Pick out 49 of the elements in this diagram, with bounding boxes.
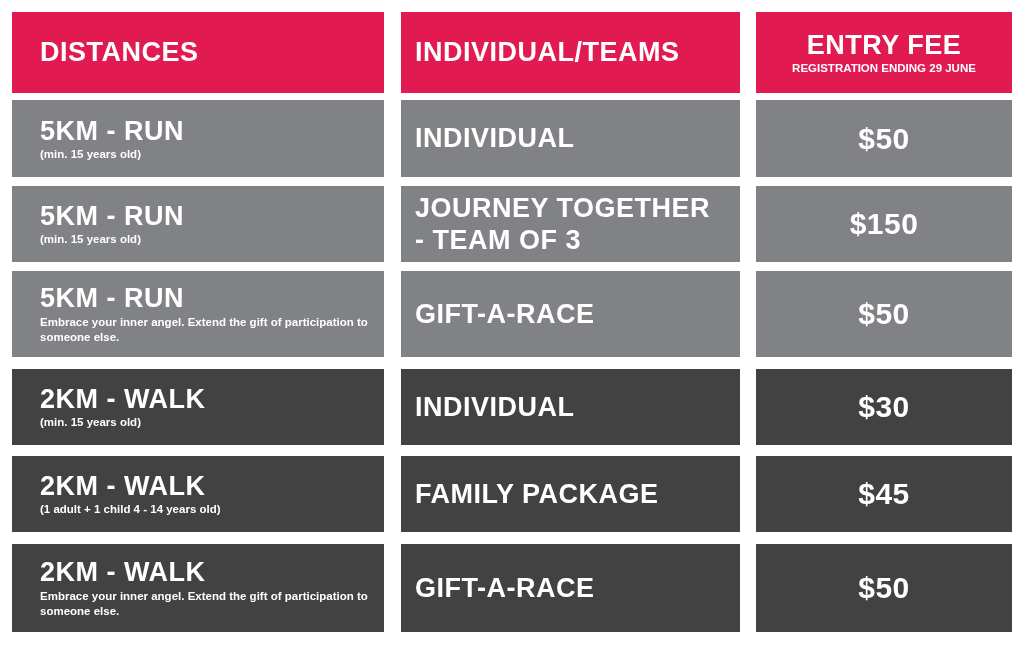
header-cell [12,12,384,93]
header-cell [756,12,1012,93]
cell-text: $150 [849,206,919,242]
cell-note: (min. 15 years old) [40,146,142,162]
cell-note: (1 adult + 1 child 4 - 14 years old) [40,502,222,518]
cell-text: $30 [858,389,910,425]
cell-text: JOURNEY TOGETHER - TEAM OF 3 [415,191,712,257]
cell-text: 5KM - RUN [40,200,185,233]
cell-text: 2KM - WALK [40,383,207,416]
header-cell [401,12,740,93]
cell-note: (min. 15 years old) [40,415,142,431]
table-cell [12,186,384,262]
table-cell [12,271,384,357]
table-cell [756,186,1012,262]
table-cell [401,369,740,445]
cell-text: GIFT-A-RACE [415,571,596,605]
cell-text: $45 [858,476,910,512]
table-cell [401,100,740,177]
cell-text: 2KM - WALK [40,470,207,503]
column-heading: INDIVIDUAL/TEAMS [415,36,681,69]
cell-note: Embrace your inner angel. Extend the gift of participation to someone else. [40,314,369,346]
table-cell [756,100,1012,177]
table-cell [756,271,1012,357]
cell-text: INDIVIDUAL [415,122,576,155]
cell-text: $50 [858,296,910,332]
cell-text: 5KM - RUN [40,282,185,315]
cell-text: 5KM - RUN [40,114,185,147]
column-heading: DISTANCES [40,36,200,69]
table-cell [401,271,740,357]
cell-text: FAMILY PACKAGE [415,477,660,511]
table-cell [12,369,384,445]
table-cell [401,186,740,262]
cell-text: $50 [858,120,910,157]
table-cell [12,544,384,632]
table-cell [401,544,740,632]
cell-note: (min. 15 years old) [40,232,142,248]
table-cell [756,544,1012,632]
cell-note: REGISTRATION ENDING 29 JUNE [792,60,976,76]
cell-text: 2KM - WALK [40,556,207,589]
table-cell [12,100,384,177]
table-cell [12,456,384,532]
cell-text: INDIVIDUAL [415,390,576,424]
column-heading: ENTRY FEE [806,28,962,61]
cell-text: $50 [858,570,910,606]
cell-text: GIFT-A-RACE [415,297,596,331]
table-cell [401,456,740,532]
cell-note: Embrace your inner angel. Extend the gift of participation to someone else. [40,588,369,620]
table-cell [756,456,1012,532]
table-cell [756,369,1012,445]
